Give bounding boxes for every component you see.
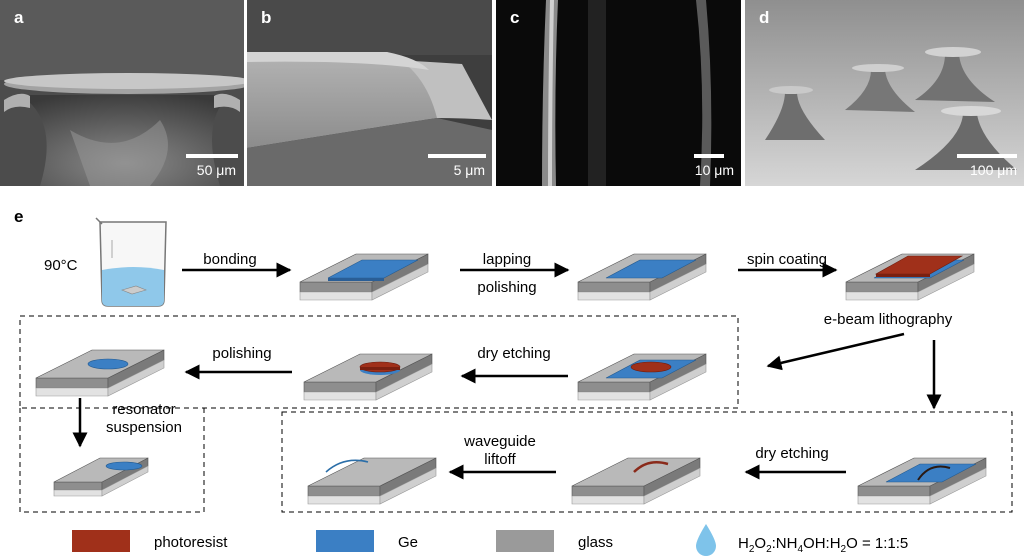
legend-swatch-ge (316, 530, 374, 552)
scale-bar-a (186, 154, 238, 158)
etchant-formula: H2O2:NH4OH:H2O = 1:1:5 (738, 535, 908, 555)
scale-bar-b (428, 154, 486, 158)
step-liftoff-label: liftoff (484, 451, 516, 468)
legend-label-photoresist: photoresist (154, 534, 228, 551)
sem-panel-a: a 50 μm (0, 0, 244, 186)
legend-swatch-photoresist (72, 530, 130, 552)
chip-thinned (577, 253, 707, 301)
scale-text-c: 10 μm (694, 162, 734, 178)
panel-label-d: d (759, 8, 770, 27)
step-spin-coating-label: spin coating (747, 251, 827, 268)
beaker-icon (95, 217, 167, 307)
step-lapping-label: lapping (483, 251, 531, 268)
sem-panel-c: c 10 μm (496, 0, 741, 186)
legend-label-ge: Ge (398, 534, 418, 551)
scale-text-d: 100 μm (970, 162, 1017, 178)
step-polishing-label-2: polishing (212, 345, 271, 362)
process-diagram: e 90°C bonding lapping polishing spin co… (14, 207, 1013, 556)
legend-swatch-glass (496, 530, 554, 552)
scale-bar-d (957, 154, 1017, 158)
sem-panel-b: b 5 μm (247, 0, 492, 186)
legend-label-glass: glass (578, 534, 613, 551)
sem-image-d (745, 0, 1024, 186)
step-polishing-label-1: polishing (477, 279, 536, 296)
step-dry-etching-label-1: dry etching (477, 345, 550, 362)
chip-disk-etched (303, 353, 433, 401)
step-bonding-label: bonding (203, 251, 256, 268)
step-resonator-label: resonator (112, 401, 175, 418)
panel-label-b: b (261, 8, 272, 27)
route-box-waveguide (281, 411, 1013, 513)
scale-text-b: 5 μm (453, 162, 485, 178)
panel-label-a: a (14, 8, 24, 27)
scale-bar-c (694, 154, 724, 158)
panel-label-e: e (14, 207, 23, 226)
panel-label-c: c (510, 8, 520, 27)
chip-disk-pattern (577, 353, 707, 401)
sem-panel-d: d 100 μm (745, 0, 1024, 186)
arrow-to-resonator (766, 332, 905, 371)
step-ebeam-label: e-beam lithography (824, 311, 953, 328)
step-dry-etching-label-2: dry etching (755, 445, 828, 462)
chip-suspended-resonator (53, 457, 149, 497)
sem-image-b (247, 0, 492, 186)
sem-image-a (0, 0, 244, 186)
chip-waveguide-etched (571, 457, 701, 505)
chip-disk-polished (35, 349, 165, 397)
water-drop-icon (696, 524, 716, 556)
chip-waveguide-final (307, 457, 437, 505)
temperature-label: 90°C (44, 257, 78, 274)
chip-bonded (299, 253, 429, 301)
scale-text-a: 50 μm (196, 162, 236, 178)
sem-image-c (496, 0, 741, 186)
chip-waveguide-pattern (857, 457, 987, 505)
step-suspension-label: suspension (106, 419, 182, 436)
step-waveguide-label: waveguide (463, 433, 536, 450)
chip-resist-coated (845, 253, 975, 301)
